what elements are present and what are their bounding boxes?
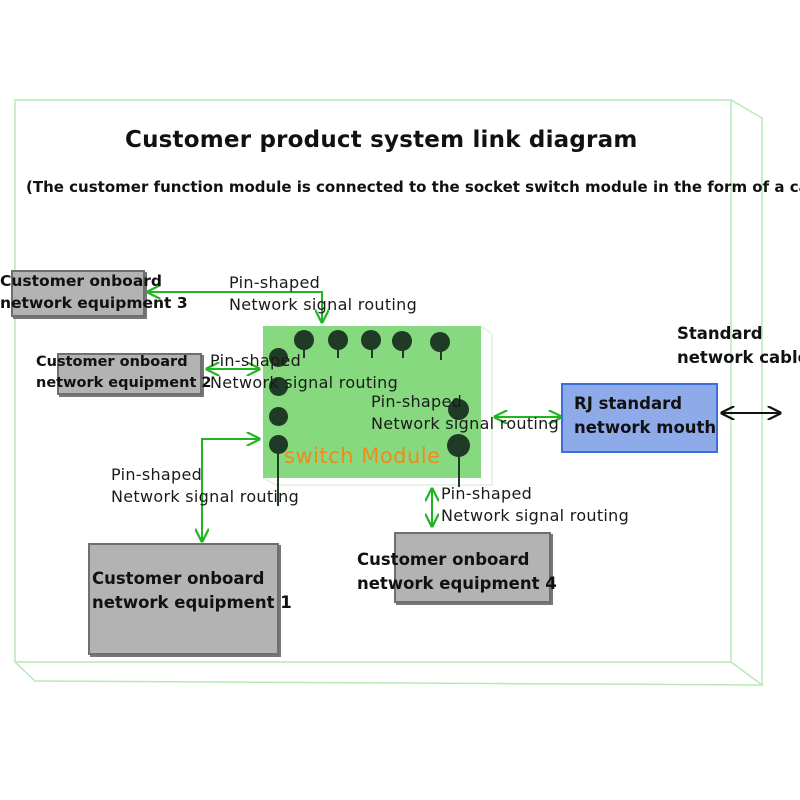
switch-module-label: switch Module: [284, 444, 441, 468]
pin-left-4: [269, 435, 288, 454]
routing-label-rj-port: Pin-shaped Network signal routing: [371, 391, 559, 435]
outer-frame: [14, 99, 765, 686]
equipment-4-box: [394, 532, 551, 603]
pin-left-2: [269, 377, 288, 396]
routing-line2: Network signal routing: [210, 373, 399, 392]
pin-top-1: [294, 330, 314, 350]
arrow-equipment-1: [202, 439, 259, 541]
routing-line1: Pin-shaped: [210, 351, 302, 370]
pin-left-1: [269, 348, 288, 367]
equipment-2-label: Customer onboard network equipment 2: [36, 352, 212, 394]
pin-top-3: [361, 330, 381, 350]
equipment-3-line2: network equipment 3: [0, 294, 188, 312]
routing-line1: Pin-shaped: [441, 484, 533, 503]
network-cable-line2: network cable: [677, 348, 800, 367]
equipment-4-line1: Customer onboard: [357, 550, 530, 569]
equipment-3-label: Customer onboard network equipment 3: [0, 270, 188, 314]
equipment-2-line1: Customer onboard: [36, 354, 188, 370]
network-cable-line1: Standard: [677, 324, 763, 343]
equipment-2-box: [57, 353, 202, 395]
routing-line1: Pin-shaped: [111, 465, 203, 484]
routing-line2: Network signal routing: [371, 414, 560, 433]
routing-line1: Pin-shaped: [229, 273, 321, 292]
pin-leg: [277, 444, 279, 506]
pin-right-2: [447, 434, 470, 457]
pin-right-1: [448, 399, 469, 420]
routing-label-equipment-2: Pin-shaped Network signal routing: [210, 350, 398, 394]
routing-label-equipment-1: Pin-shaped Network signal routing: [111, 464, 299, 508]
equipment-2-line2: network equipment 2: [36, 375, 212, 391]
equipment-1-line1: Customer onboard: [92, 569, 265, 588]
switch-module-depth: [262, 325, 493, 486]
equipment-4-line2: network equipment 4: [357, 574, 557, 593]
equipment-1-label: Customer onboard network equipment 1: [92, 567, 292, 615]
pin-top-4: [392, 331, 412, 351]
equipment-3-box: [11, 270, 145, 317]
pin-top-2: [328, 330, 348, 350]
equipment-1-line2: network equipment 1: [92, 593, 292, 612]
routing-line2: Network signal routing: [229, 295, 418, 314]
equipment-4-label: Customer onboard network equipment 4: [357, 548, 557, 596]
routing-line2: Network signal routing: [441, 506, 630, 525]
diagram-title: Customer product system link diagram: [125, 127, 638, 153]
pin-left-3: [269, 407, 288, 426]
routing-line1: Pin-shaped: [371, 392, 463, 411]
rj-port-line1: RJ standard: [574, 394, 683, 413]
routing-label-equipment-4: Pin-shaped Network signal routing: [441, 483, 629, 527]
routing-line2: Network signal routing: [111, 487, 300, 506]
diagram-subtitle: (The customer function module is connect…: [26, 178, 800, 196]
rj-port-label: RJ standard network mouth: [574, 392, 716, 440]
equipment-1-box: [88, 543, 279, 655]
rj-port-line2: network mouth: [574, 418, 717, 437]
routing-label-equipment-3: Pin-shaped Network signal routing: [229, 272, 417, 316]
pin-top-5: [430, 332, 450, 352]
pin-leg: [458, 445, 460, 487]
equipment-3-line1: Customer onboard: [0, 272, 163, 290]
network-cable-label: Standard network cable: [677, 322, 800, 370]
arrow-equipment-3: [148, 292, 322, 322]
rj-port-box: [561, 383, 718, 453]
